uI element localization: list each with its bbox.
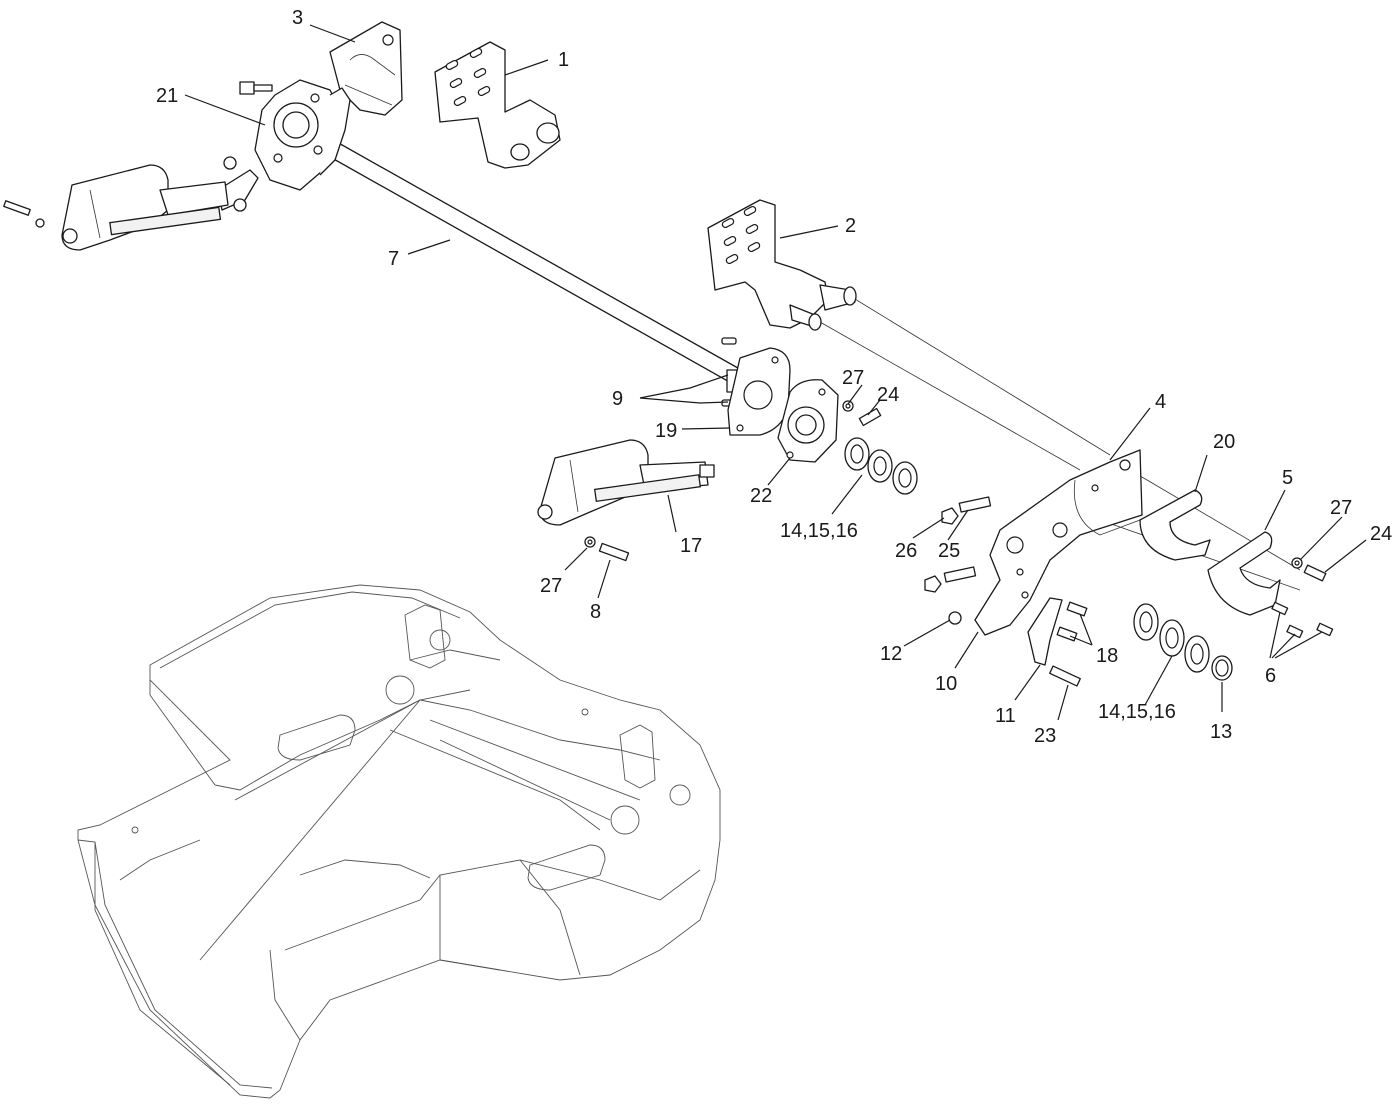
gear-bearing-assembly-21 bbox=[254, 79, 351, 191]
callout-6: 6 bbox=[1265, 665, 1276, 687]
callout-11: 11 bbox=[995, 705, 1016, 727]
callout-14-15-16-mid: 14,15,16 bbox=[780, 520, 858, 542]
callout-24-mid: 24 bbox=[877, 384, 899, 406]
bolt-25 bbox=[943, 496, 992, 583]
callout-9: 9 bbox=[612, 388, 623, 410]
callout-12: 12 bbox=[880, 643, 902, 665]
callout-20: 20 bbox=[1213, 431, 1235, 453]
bolts-6 bbox=[1271, 601, 1334, 639]
callout-5: 5 bbox=[1282, 467, 1293, 489]
callout-13: 13 bbox=[1210, 721, 1232, 743]
washer-27-right bbox=[1291, 557, 1303, 569]
bracket-5 bbox=[1207, 531, 1281, 616]
callout-17: 17 bbox=[680, 535, 702, 557]
bolt-24-mid bbox=[858, 407, 882, 427]
callout-19: 19 bbox=[655, 420, 677, 442]
side-plate-4 bbox=[974, 449, 1143, 636]
bolt-23 bbox=[1049, 665, 1081, 687]
snap-ring-13 bbox=[1211, 655, 1233, 681]
callout-26: 26 bbox=[895, 540, 917, 562]
washer-27-lower bbox=[584, 536, 596, 548]
actuator-17 bbox=[537, 439, 715, 526]
callout-23: 23 bbox=[1034, 725, 1056, 747]
bolt-24-right bbox=[1303, 564, 1327, 582]
callout-25: 25 bbox=[938, 540, 960, 562]
callout-4: 4 bbox=[1155, 391, 1166, 413]
flange-plate-19 bbox=[727, 347, 791, 436]
callout-10: 10 bbox=[935, 673, 957, 695]
pedal-plate-1 bbox=[434, 41, 561, 169]
washers-14-15-16-right bbox=[1133, 603, 1210, 673]
link-11 bbox=[1027, 597, 1063, 666]
callout-18: 18 bbox=[1096, 645, 1118, 667]
nut-26 bbox=[924, 507, 959, 593]
callout-labels: 3 1 21 2 7 4 20 5 27 24 27 24 9 19 22 14… bbox=[156, 7, 1392, 747]
nut-12 bbox=[948, 611, 962, 625]
callout-21: 21 bbox=[156, 85, 178, 107]
callout-3: 3 bbox=[292, 7, 303, 29]
callout-24-right: 24 bbox=[1370, 523, 1392, 545]
bolt-8 bbox=[598, 542, 630, 562]
bearing-flange-22 bbox=[777, 379, 839, 463]
callout-14-15-16-right: 14,15,16 bbox=[1098, 701, 1176, 723]
callout-7: 7 bbox=[388, 248, 399, 270]
washer-27-mid bbox=[842, 400, 854, 412]
callout-27-lower: 27 bbox=[540, 575, 562, 597]
callout-1: 1 bbox=[558, 49, 569, 71]
leader-lines bbox=[184, 24, 1367, 721]
callout-27-right: 27 bbox=[1330, 497, 1352, 519]
callout-8: 8 bbox=[590, 601, 601, 623]
actuator-left bbox=[3, 164, 229, 251]
mount-bracket-3 bbox=[329, 21, 403, 116]
bracket-20 bbox=[1139, 489, 1211, 561]
callout-27-mid: 27 bbox=[842, 367, 864, 389]
pedal-plate-2 bbox=[707, 199, 857, 331]
bolt bbox=[239, 81, 273, 95]
callout-2: 2 bbox=[845, 215, 856, 237]
callout-22: 22 bbox=[750, 485, 772, 507]
ghost-deck-assembly bbox=[77, 584, 721, 1099]
washers-14-15-16-mid bbox=[844, 437, 918, 495]
